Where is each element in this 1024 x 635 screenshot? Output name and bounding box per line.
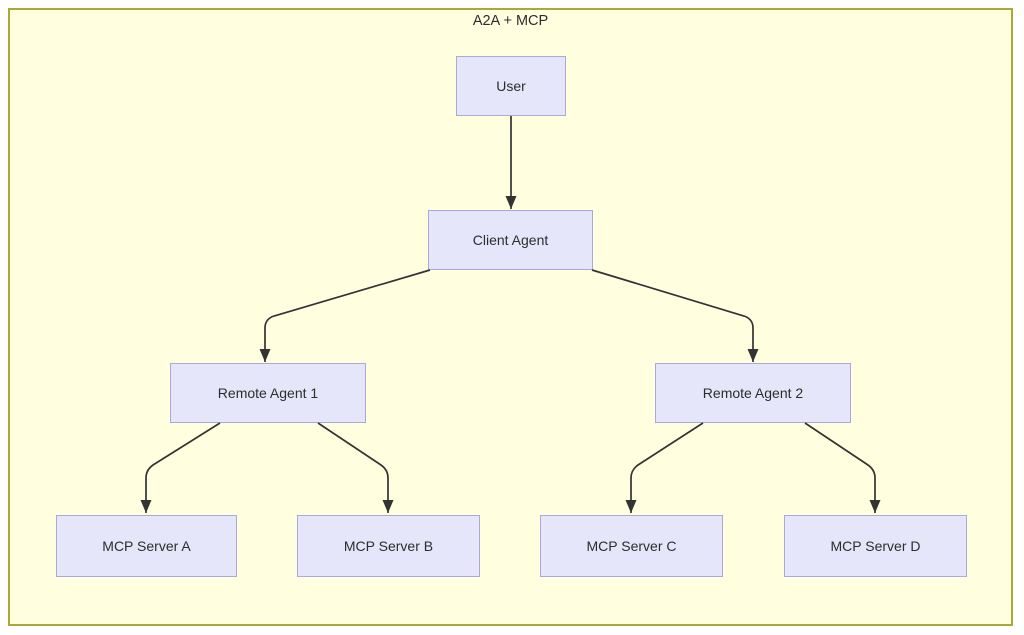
node-remote-agent-1: Remote Agent 1 [170, 363, 366, 423]
node-mcp-server-c-label: MCP Server C [586, 538, 677, 554]
node-mcp-server-d-label: MCP Server D [830, 538, 921, 554]
node-mcp-server-b: MCP Server B [297, 515, 480, 577]
node-mcp-server-c: MCP Server C [540, 515, 723, 577]
diagram-title: A2A + MCP [472, 13, 549, 29]
node-mcp-server-a-label: MCP Server A [102, 538, 191, 554]
node-remote-agent-2-label: Remote Agent 2 [702, 385, 804, 401]
node-remote-agent-2: Remote Agent 2 [655, 363, 851, 423]
node-mcp-server-b-label: MCP Server B [343, 538, 434, 554]
node-mcp-server-d: MCP Server D [784, 515, 967, 577]
node-user-label: User [496, 78, 526, 94]
node-client-agent-label: Client Agent [472, 232, 549, 248]
node-mcp-server-a: MCP Server A [56, 515, 237, 577]
node-remote-agent-1-label: Remote Agent 1 [217, 385, 319, 401]
node-client-agent: Client Agent [428, 210, 593, 270]
node-user: User [456, 56, 566, 116]
